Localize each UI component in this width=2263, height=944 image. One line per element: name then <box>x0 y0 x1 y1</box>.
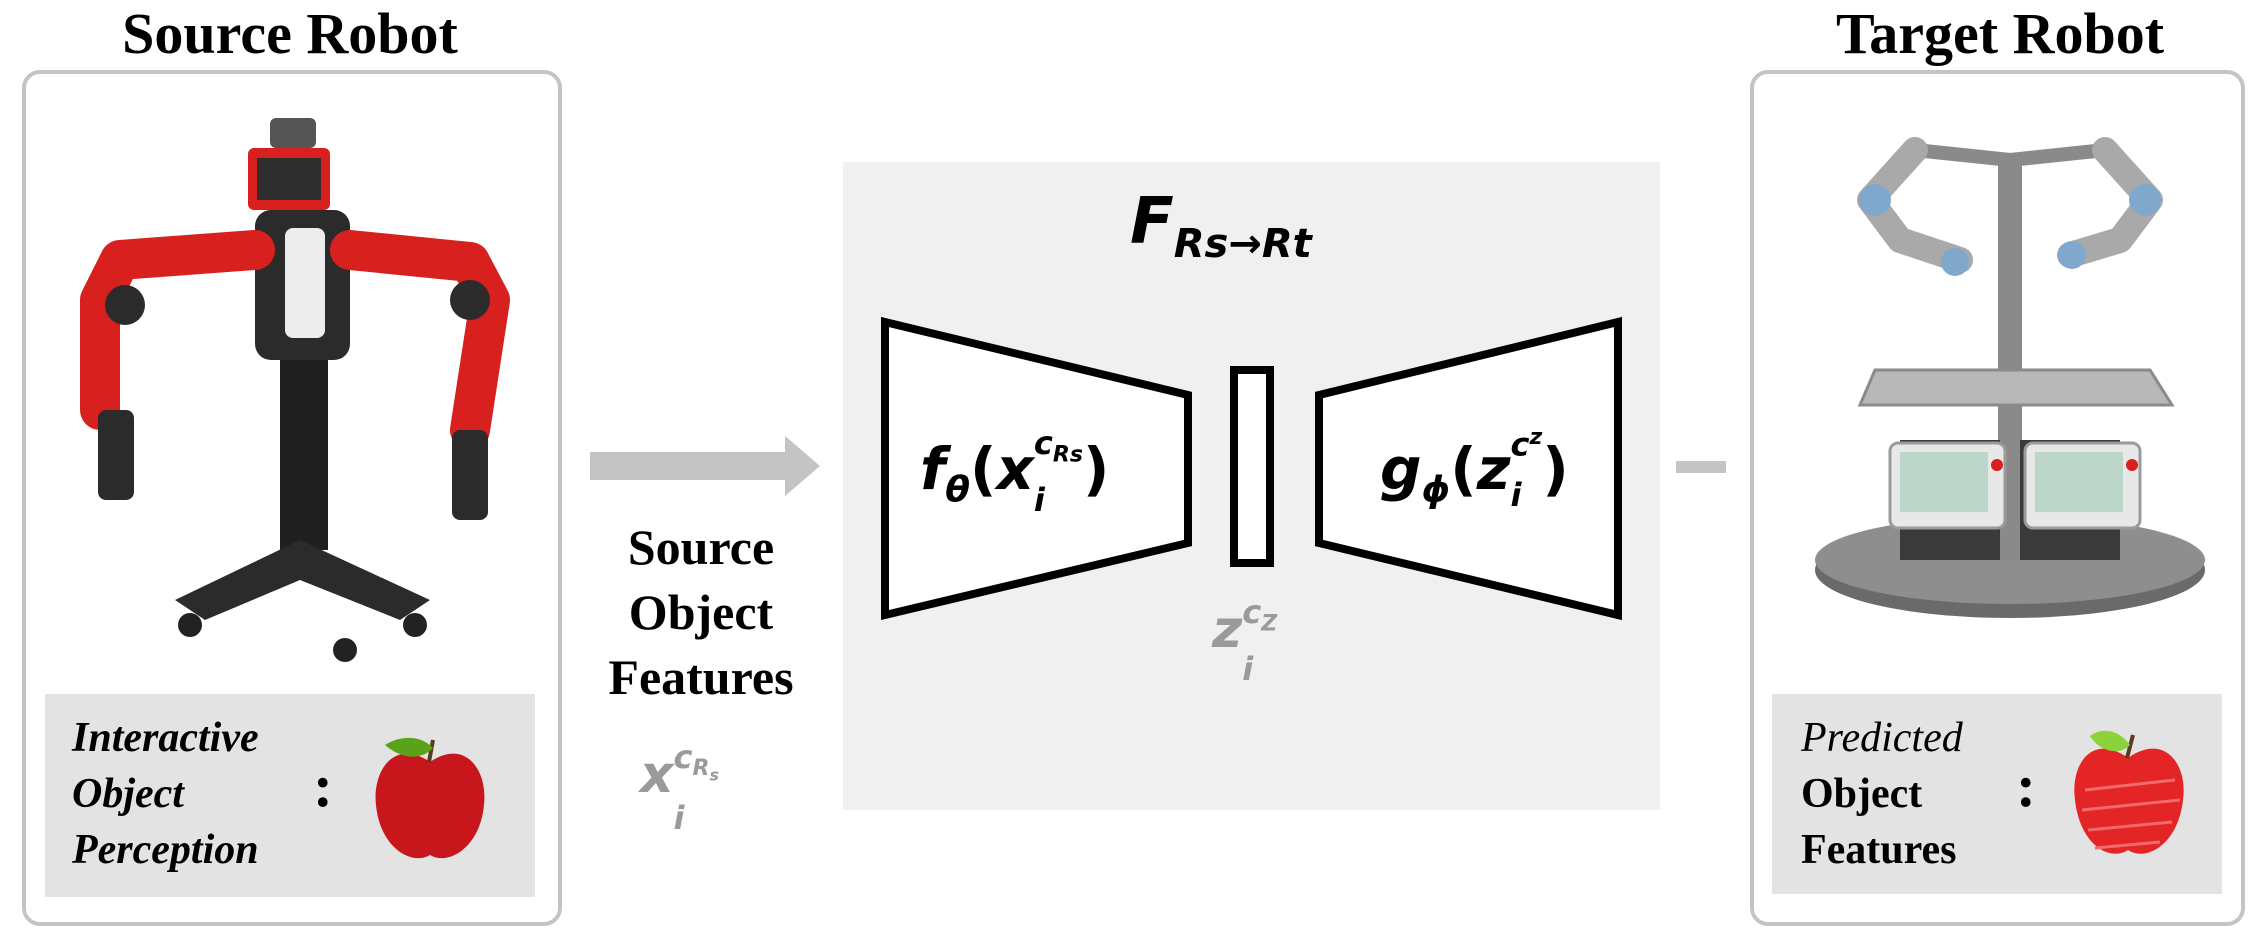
target-caption-separator: : <box>2016 753 2036 819</box>
caption-line: Predicted <box>1801 715 1963 761</box>
latent-supsub: Z <box>1261 611 1278 637</box>
encoder-argsub: i <box>1033 481 1045 520</box>
decoder-func: g <box>1380 435 1422 503</box>
decoder-argsupsub: z <box>1529 425 1543 450</box>
encoder-arg: x <box>996 435 1034 503</box>
target-robot-title: Target Robot <box>1835 1 2165 66</box>
symbol-sup: c <box>673 738 693 776</box>
decoder-arg: z <box>1476 435 1511 503</box>
target-caption-text: Predicted Object Features <box>1801 710 1963 878</box>
latent-sup: c <box>1242 593 1262 631</box>
latent-bar <box>1230 366 1274 567</box>
symbol-supsub: R <box>692 756 710 782</box>
symbol-sub: i <box>673 798 685 837</box>
symbol-base: x <box>640 745 674 805</box>
symbol-supsubsub: s <box>709 765 719 785</box>
caption-line: Features <box>1801 827 1957 873</box>
decoder-argsub: i <box>1510 475 1522 514</box>
label-line: Features <box>608 649 794 705</box>
latent-base: z <box>1212 600 1243 660</box>
encoder-param: θ <box>945 469 970 511</box>
encoder-argsup: c <box>1033 424 1053 462</box>
label-line: Object <box>628 584 774 640</box>
source-caption-text: Interactive Object Perception <box>72 710 259 878</box>
caption-line: Object <box>1801 771 1923 817</box>
caption-line: Interactive <box>72 715 259 761</box>
caption-line: Perception <box>72 827 259 873</box>
label-line: Source <box>627 519 775 575</box>
latent-sub: i <box>1242 650 1254 689</box>
encoder-argsupsub: Rs <box>1052 442 1083 468</box>
caption-line: Object <box>72 771 184 817</box>
decoder-param: ϕ <box>1421 469 1451 511</box>
mapping-title: FRs→Rt <box>1130 185 1312 267</box>
source-robot-title: Source Robot <box>122 1 458 66</box>
source-object-features-label: Source Object Features <box>590 515 812 710</box>
mapping-base: F <box>1130 185 1174 259</box>
mapping-sub: Rs→Rt <box>1173 220 1312 267</box>
decoder-argsup: c <box>1510 425 1530 464</box>
source-caption-separator: : <box>313 753 333 819</box>
decoder-trapezoid <box>1315 316 1622 621</box>
encoder-trapezoid <box>881 316 1192 621</box>
encoder-func: f <box>920 435 946 503</box>
